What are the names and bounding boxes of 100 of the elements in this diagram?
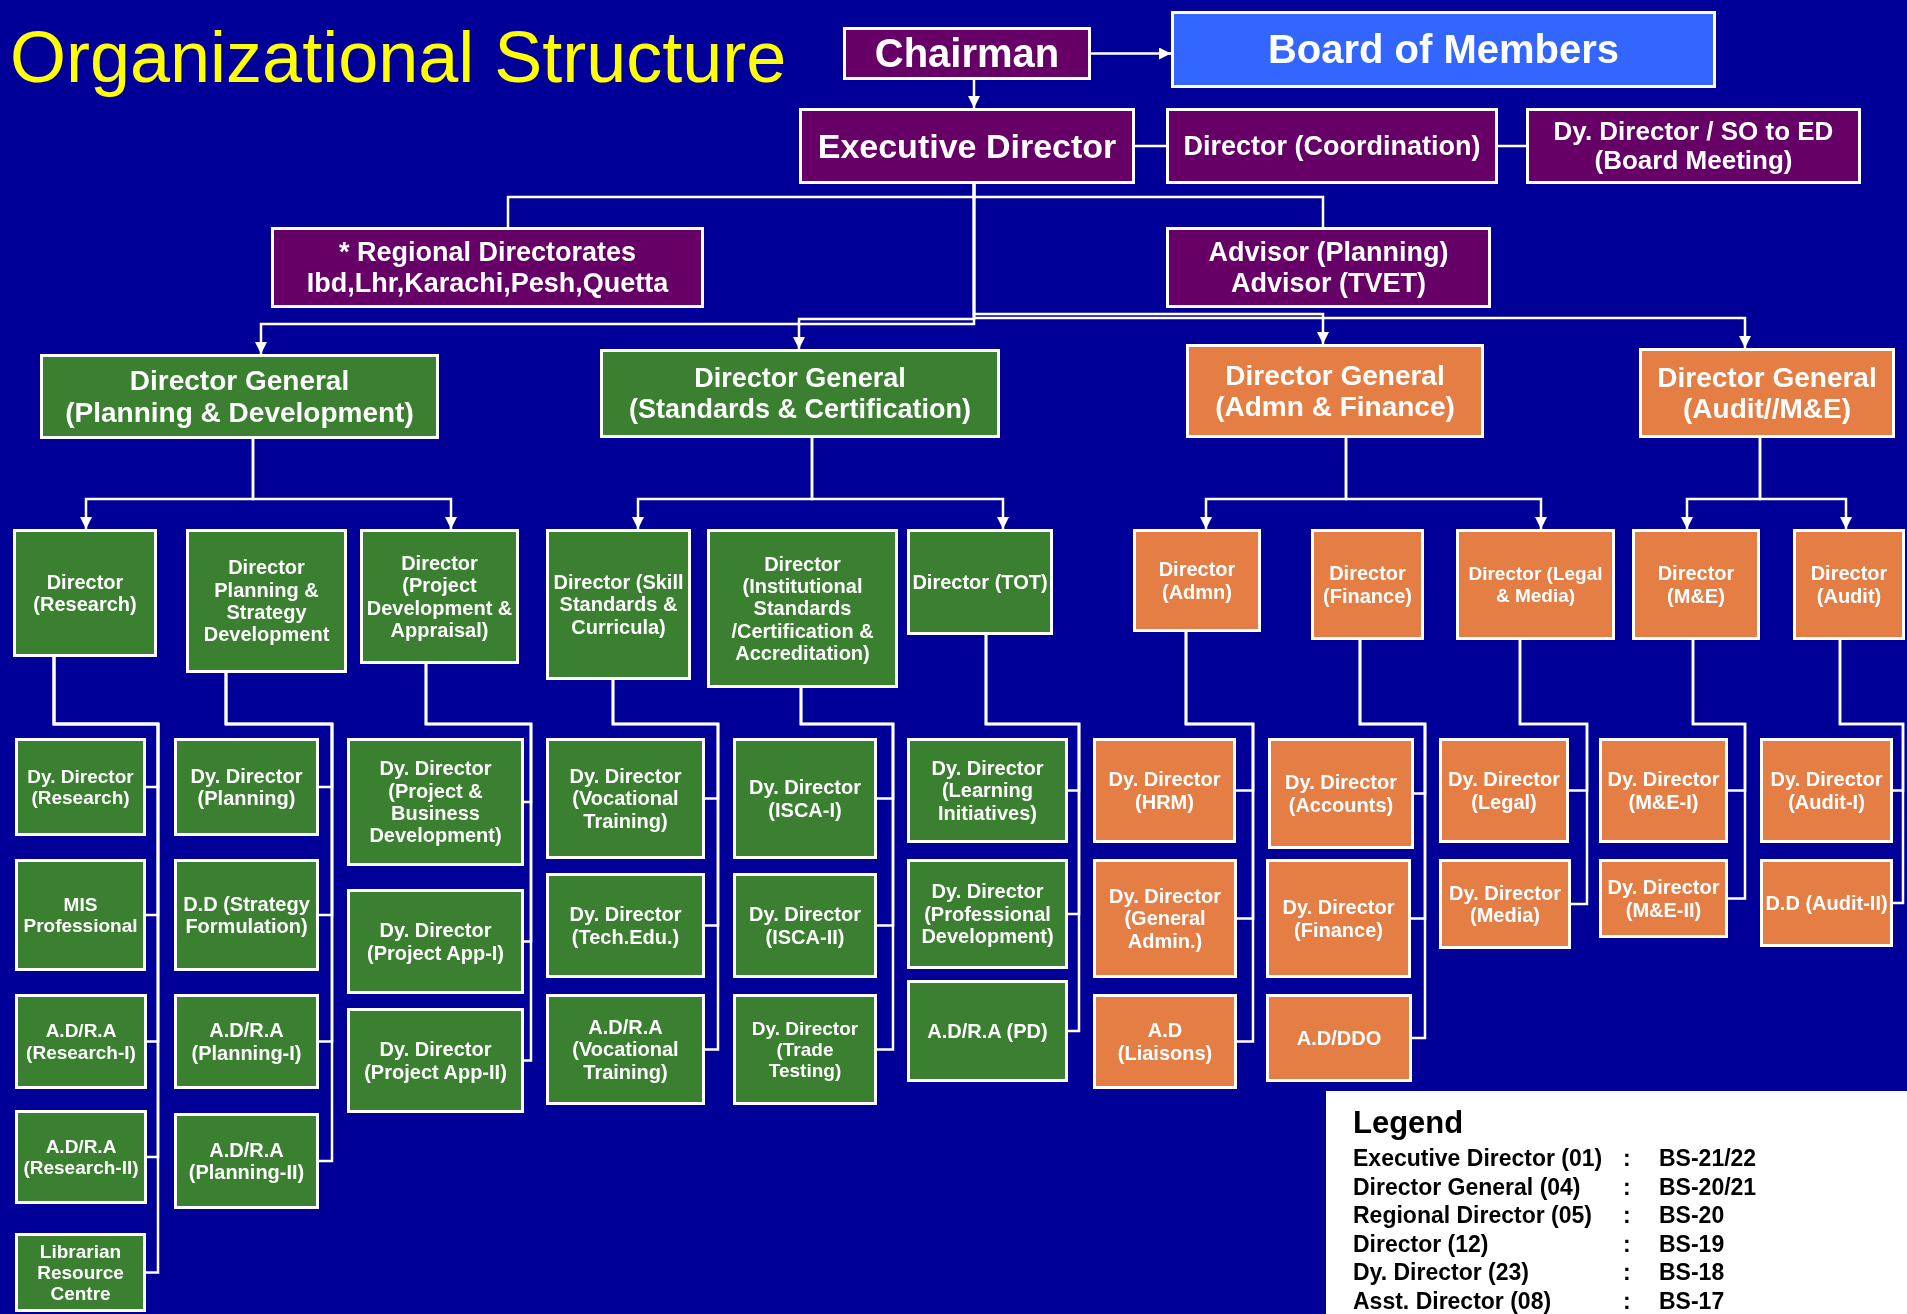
connector-line (1498, 144, 1526, 148)
separator: : (1623, 1201, 1632, 1230)
position-title: Director Planning & Strategy Development (202, 556, 331, 646)
position-title: A.D/R.A (PD) (927, 1019, 1048, 1043)
position-title: A.D/R.A (Planning-II) (187, 1138, 306, 1184)
position-box (1760, 738, 1893, 843)
position-box (15, 1110, 147, 1204)
position-title: Director General (129, 365, 350, 397)
connector-line (1135, 144, 1166, 148)
position-box (907, 738, 1068, 843)
position-title: Dy. Director (ISCA-I) (748, 776, 862, 821)
arrow (1091, 47, 1171, 60)
position-box (843, 27, 1091, 80)
position-box (1133, 529, 1261, 632)
position-title: Dy. Director (M&E-II) (1606, 876, 1721, 921)
position-title: Dy. Director (Professional Development) (920, 880, 1055, 948)
position-title: Dy. Director (Vocational Training) (568, 764, 683, 833)
connector-line (1518, 640, 1589, 906)
position-box (733, 738, 877, 859)
pay-scale: BS-17 (1659, 1286, 1726, 1314)
pay-scale: BS-20/21 (1659, 1172, 1758, 1201)
position-title: Advisor (Planning) (1208, 237, 1449, 268)
position-box (360, 529, 519, 664)
position-title: Dy. Director / SO to ED (1553, 116, 1834, 146)
arrow (810, 438, 1009, 529)
position-box (1760, 859, 1893, 947)
position-box (347, 738, 524, 866)
position-box (907, 980, 1068, 1082)
position-box (546, 529, 691, 680)
position-box (1093, 859, 1237, 978)
arrow (1344, 438, 1547, 529)
grade-label: Director (12) (1353, 1229, 1490, 1258)
position-box (1793, 529, 1905, 640)
position-title: Dy. Director (Research) (26, 765, 135, 809)
separator: : (1623, 1258, 1632, 1287)
position-title: Board of Members (1267, 27, 1620, 72)
connector-line (424, 664, 533, 1062)
position-box (1311, 529, 1424, 640)
position-title: A.D/R.A (Research-II) (22, 1135, 140, 1179)
position-title: Dy. Director (M&E-I) (1606, 768, 1721, 813)
grade-label: Executive Director (01) (1353, 1144, 1604, 1173)
pay-scale: BS-20 (1659, 1201, 1726, 1230)
chart-title: Organizational Structure (10, 16, 787, 98)
position-title: Dy. Director (Finance) (1281, 896, 1396, 941)
position-box (907, 529, 1053, 635)
position-title: Dy. Director (Learning Initiatives) (930, 756, 1045, 825)
position-box (347, 1008, 524, 1113)
position-title: (Planning & Development) (65, 396, 414, 428)
position-title: Director General (694, 363, 906, 394)
position-box (15, 1233, 146, 1312)
position-box (1526, 108, 1861, 184)
position-box (546, 738, 705, 859)
position-title: Dy. Director (ISCA-II) (748, 903, 862, 948)
position-box (1599, 859, 1728, 938)
grade-label: Dy. Director (23) (1353, 1258, 1530, 1287)
position-title: Director (M&E) (1656, 562, 1736, 607)
position-box (1439, 859, 1571, 949)
position-box (1166, 227, 1491, 308)
position-title: Chairman (874, 31, 1060, 76)
position-title: Dy. Director (Planning) (189, 764, 304, 810)
position-title: Director (Institutional Standards /Certification & Accreditation) (730, 552, 875, 665)
position-box (347, 889, 524, 994)
position-title: Director (Research) (32, 570, 138, 616)
position-title: A.D/R.A (Vocational Training) (571, 1015, 680, 1084)
position-box (600, 349, 1000, 438)
position-box (1266, 994, 1412, 1082)
position-box (1632, 529, 1760, 640)
pay-scale: BS-19 (1659, 1229, 1726, 1258)
position-title: Librarian Resource Centre (36, 1240, 125, 1305)
position-title: (Board Meeting) (1594, 146, 1793, 176)
position-box (1268, 738, 1414, 849)
connector-line (52, 657, 160, 1274)
position-box (1266, 859, 1411, 978)
position-title: Dy. Director (Project & Business Development) (368, 757, 503, 847)
position-box (1599, 738, 1728, 843)
connector-line (1838, 640, 1905, 905)
position-title: (Standards & Certification) (628, 393, 971, 424)
position-box (13, 529, 157, 657)
position-title: Director (Legal & Media) (1467, 563, 1604, 606)
position-title: Dy. Director (HRM) (1107, 768, 1222, 813)
position-title: * Regional Directorates (338, 237, 637, 268)
position-title: Dy. Director (Audit-I) (1769, 768, 1884, 813)
position-title: (Admn & Finance) (1215, 391, 1455, 423)
position-title: (Audit//M&E) (1683, 393, 1851, 425)
position-title: Dy. Director (Trade Testing) (750, 1017, 860, 1082)
position-box (1186, 344, 1484, 438)
position-title: Executive Director (817, 126, 1117, 166)
position-title: Director (Admn) (1157, 558, 1237, 603)
arrow (1758, 438, 1852, 529)
position-title: Director (Skill Standards & Curricula) (552, 570, 685, 639)
position-title: A.D/R.A (Research-I) (25, 1020, 137, 1063)
position-box (799, 108, 1135, 184)
separator: : (1623, 1286, 1632, 1314)
pay-scale: BS-21/22 (1659, 1144, 1758, 1173)
separator: : (1623, 1144, 1632, 1173)
position-title: Director (Coordination) (1183, 130, 1481, 162)
position-box (271, 227, 704, 308)
connector-line (1691, 640, 1747, 900)
position-box (546, 873, 705, 978)
position-title: Dy. Director (Project App-II) (363, 1038, 508, 1083)
